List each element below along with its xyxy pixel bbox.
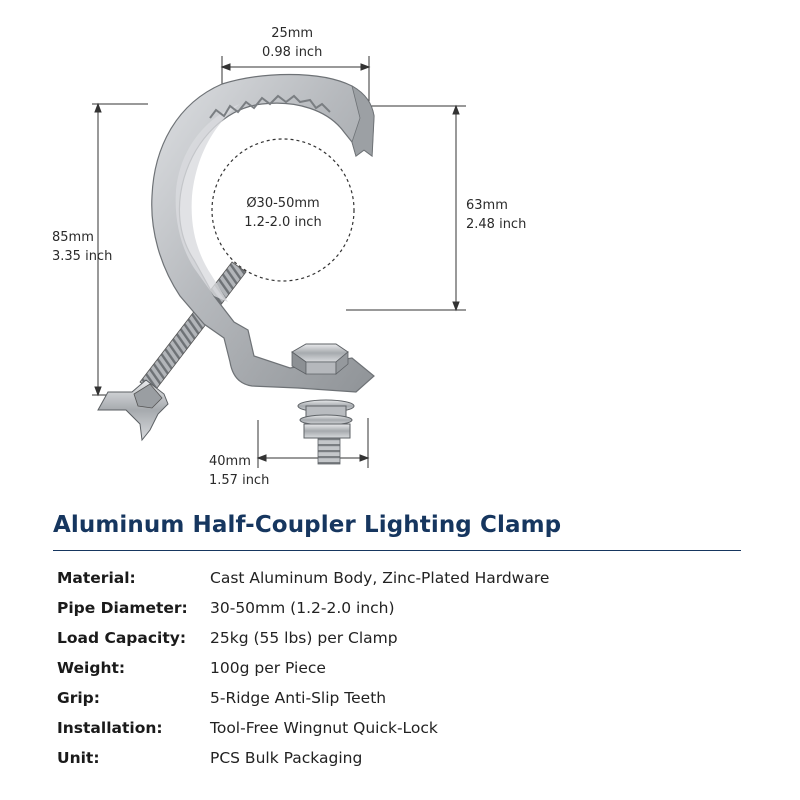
dim-opening: 63mm 2.48 inch [466,196,526,234]
product-title: Aluminum Half-Coupler Lighting Clamp [53,512,562,538]
dim-opening-inch: 2.48 inch [466,217,527,232]
dim-top-width: 25mm 0.98 inch [262,24,322,62]
dim-pipe: Ø30-50mm 1.2-2.0 inch [236,194,330,232]
spec-row: Grip: 5-Ridge Anti-Slip Teeth [57,683,757,713]
dim-base-width-inch: 1.57 inch [209,473,270,488]
dim-height-mm: 85mm [52,230,94,245]
wingnut-bolt [97,261,247,442]
spec-value: 25kg (55 lbs) per Clamp [210,629,398,647]
dim-base-width-mm: 40mm [209,454,251,469]
spec-label: Grip: [57,689,100,707]
spec-value: Cast Aluminum Body, Zinc-Plated Hardware [210,569,550,587]
spec-value: 5-Ridge Anti-Slip Teeth [210,689,387,707]
pipe-diameter-circle [211,138,355,282]
spec-label: Material: [57,569,136,587]
spec-label: Unit: [57,749,100,767]
clamp-body [151,73,375,393]
clamp-illustration [92,56,466,468]
spec-row: Installation: Tool-Free Wingnut Quick-Lo… [57,713,757,743]
spec-row: Unit: PCS Bulk Packaging [57,743,757,773]
dim-height-inch: 3.35 inch [52,249,113,264]
spec-row: Weight: 100g per Piece [57,653,757,683]
dimension-lines [92,56,466,468]
dim-opening-mm: 63mm [466,198,508,213]
spec-row: Pipe Diameter: 30-50mm (1.2-2.0 inch) [57,593,757,623]
mounting-bolt [297,399,355,465]
dim-top-width-mm: 25mm [271,26,314,41]
dim-height: 85mm 3.35 inch [52,228,112,266]
spec-value: PCS Bulk Packaging [210,749,363,767]
title-divider [53,550,741,551]
spec-label: Weight: [57,659,126,677]
hex-nut [291,343,349,375]
spec-row: Load Capacity: 25kg (55 lbs) per Clamp [57,623,757,653]
spec-row: Material: Cast Aluminum Body, Zinc-Plate… [57,563,757,593]
spec-label: Pipe Diameter: [57,599,188,617]
dim-top-width-inch: 0.98 inch [262,45,323,60]
dim-pipe-inch: 1.2-2.0 inch [244,215,322,230]
spec-value: 100g per Piece [210,659,326,677]
dim-pipe-mm: Ø30-50mm [246,196,320,211]
product-figure: 25mm 0.98 inch 85mm 3.35 inch 63mm 2.48 … [52,24,526,490]
dim-base-width: 40mm 1.57 inch [209,452,269,490]
spec-label: Installation: [57,719,163,737]
spec-value: Tool-Free Wingnut Quick-Lock [210,719,438,737]
spec-list: Material: Cast Aluminum Body, Zinc-Plate… [57,563,757,773]
spec-label: Load Capacity: [57,629,187,647]
spec-value: 30-50mm (1.2-2.0 inch) [210,599,395,617]
